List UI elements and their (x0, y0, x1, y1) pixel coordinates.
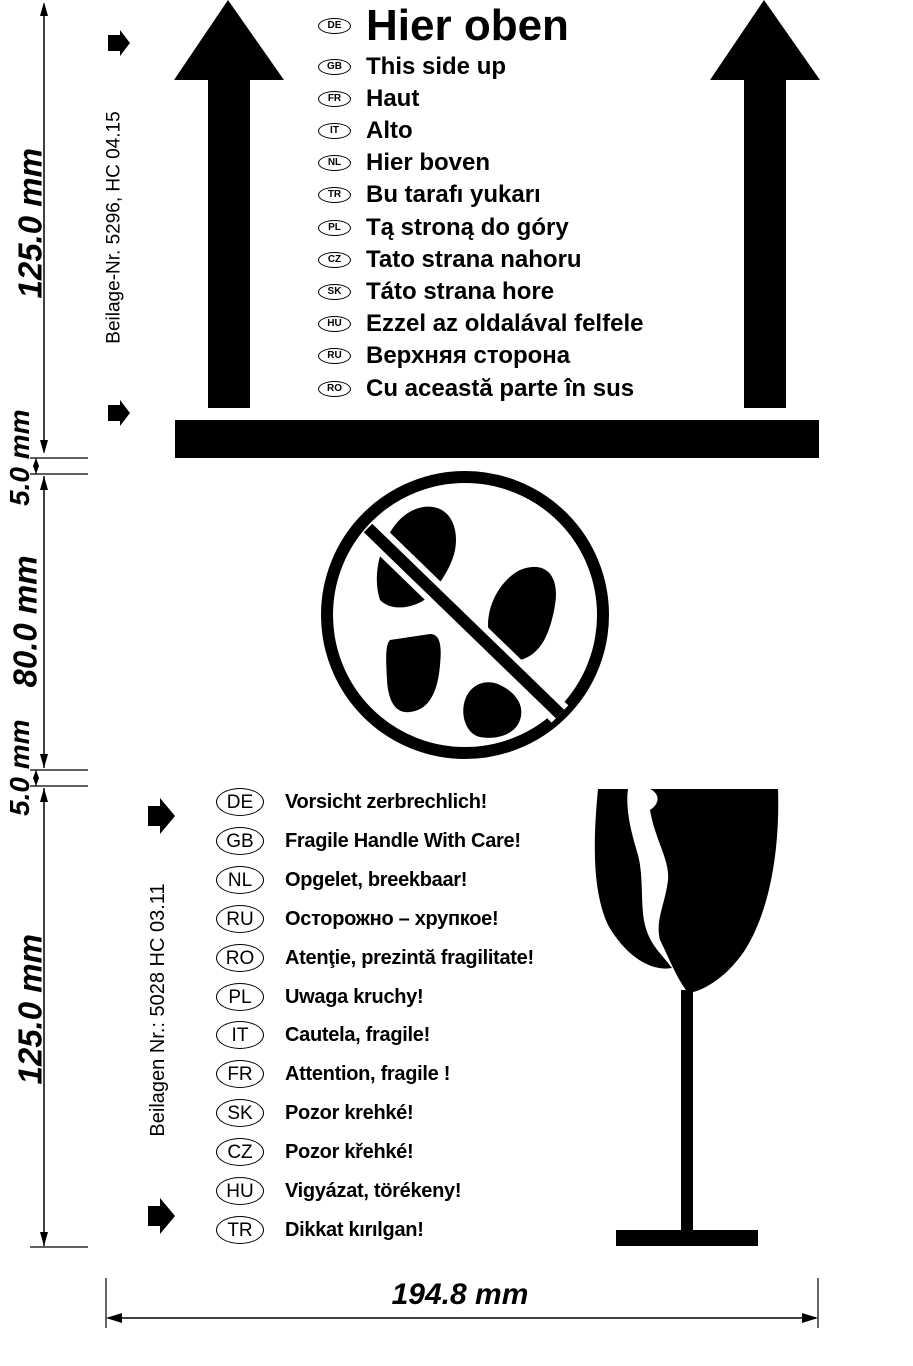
language-code-badge: NL (318, 155, 351, 171)
up-arrow-right-icon (710, 0, 820, 408)
language-text: Attention, fragile ! (285, 1062, 451, 1085)
language-code-badge: RU (318, 348, 351, 364)
language-text: Tą stroną do góry (366, 214, 569, 241)
language-text: Cu această parte în sus (366, 375, 635, 402)
language-code-badge: IT (318, 123, 351, 139)
base-bar (175, 420, 819, 458)
language-text: Vorsicht zerbrechlich! (285, 790, 487, 813)
language-text: Atenţie, prezintă fragilitate! (285, 946, 534, 969)
language-code-badge: FR (216, 1060, 264, 1088)
language-code-badge: DE (318, 18, 351, 34)
language-text: Hier oben (366, 1, 569, 50)
top-language-row: GB This side up (318, 52, 506, 82)
dim-width: 194.8 mm (391, 1278, 529, 1311)
language-code-badge: RU (216, 905, 264, 933)
top-language-row: FR Haut (318, 84, 419, 114)
language-code-badge: RO (318, 381, 351, 397)
mark-arrow-icon (108, 400, 130, 426)
language-text: Hier boven (366, 149, 491, 176)
bottom-language-row: SK Pozor krehké! (216, 1098, 414, 1128)
language-text: Pozor křehké! (285, 1140, 414, 1163)
language-text: This side up (366, 53, 507, 80)
language-text: Верхняя сторона (366, 342, 571, 369)
bottom-language-row: CZ Pozor křehké! (216, 1137, 414, 1167)
no-stepping-icon (321, 471, 609, 759)
top-language-row: PL Tą stroną do góry (318, 213, 569, 243)
language-code-badge: GB (216, 827, 264, 855)
language-text: Fragile Handle With Care! (285, 829, 521, 852)
bottom-reference-number: Beilagen Nr.: 5028 HC 03.11 (147, 883, 169, 1137)
bottom-language-row: FR Attention, fragile ! (216, 1059, 450, 1089)
language-code-badge: CZ (216, 1138, 264, 1166)
bottom-language-row: PL Uwaga kruchy! (216, 982, 424, 1012)
top-language-row: HU Ezzel az oldalával felfele (318, 309, 643, 339)
language-code-badge: PL (216, 983, 264, 1011)
language-text: Осторожно – хрупкое! (285, 907, 499, 930)
language-code-badge: RO (216, 944, 264, 972)
language-code-badge: NL (216, 866, 264, 894)
language-code-badge: DE (216, 788, 264, 816)
language-text: Dikkat kırılgan! (285, 1218, 424, 1241)
language-text: Táto strana hore (366, 278, 555, 305)
language-text: Opgelet, breekbaar! (285, 868, 468, 891)
language-code-badge: HU (216, 1177, 264, 1205)
bottom-language-row: GB Fragile Handle With Care! (216, 826, 521, 856)
top-language-row: IT Alto (318, 116, 413, 146)
language-code-badge: IT (216, 1021, 264, 1049)
bottom-language-row: RU Осторожно – хрупкое! (216, 904, 499, 934)
top-language-row: TR Bu tarafı yukarı (318, 180, 541, 210)
language-text: Vigyázat, törékeny! (285, 1179, 462, 1202)
top-language-row: RO Cu această parte în sus (318, 374, 634, 404)
up-arrow-left-icon (174, 0, 284, 408)
language-text: Uwaga kruchy! (285, 985, 424, 1008)
language-text: Tato strana nahoru (366, 246, 582, 273)
language-text: Cautela, fragile! (285, 1023, 430, 1046)
language-text: Alto (366, 117, 413, 144)
mark-arrow-icon (108, 30, 130, 56)
bottom-language-row: RO Atenţie, prezintă fragilitate! (216, 943, 534, 973)
language-code-badge: HU (318, 316, 351, 332)
language-text: Ezzel az oldalával felfele (366, 310, 644, 337)
language-code-badge: SK (318, 284, 351, 300)
bottom-language-row: HU Vigyázat, törékeny! (216, 1176, 462, 1206)
language-code-badge: FR (318, 91, 351, 107)
top-language-row: CZ Tato strana nahoru (318, 245, 582, 275)
fragile-graphics (148, 789, 779, 1246)
mark-arrow-icon (148, 798, 175, 834)
language-text: Bu tarafı yukarı (366, 181, 541, 208)
top-language-row: DE Hier oben (318, 1, 569, 50)
top-language-row: SK Táto strana hore (318, 277, 554, 307)
language-text: Haut (366, 85, 420, 112)
top-language-row: RU Верхняя сторона (318, 341, 570, 371)
bottom-language-row: IT Cautela, fragile! (216, 1020, 430, 1050)
this-side-up-graphics (108, 0, 820, 458)
bottom-language-row: NL Opgelet, breekbaar! (216, 865, 467, 895)
language-code-badge: SK (216, 1099, 264, 1127)
language-text: Pozor krehké! (285, 1101, 414, 1124)
language-code-badge: TR (216, 1216, 264, 1244)
bottom-language-row: DE Vorsicht zerbrechlich! (216, 787, 487, 817)
bottom-language-row: TR Dikkat kırılgan! (216, 1215, 424, 1245)
broken-glass-icon (594, 789, 779, 1246)
language-code-badge: CZ (318, 252, 351, 268)
language-code-badge: PL (318, 220, 351, 236)
language-code-badge: GB (318, 59, 351, 75)
language-code-badge: TR (318, 187, 351, 203)
mark-arrow-icon (148, 1198, 175, 1234)
no-stepping-graphics (321, 471, 609, 759)
top-language-row: NL Hier boven (318, 148, 490, 178)
